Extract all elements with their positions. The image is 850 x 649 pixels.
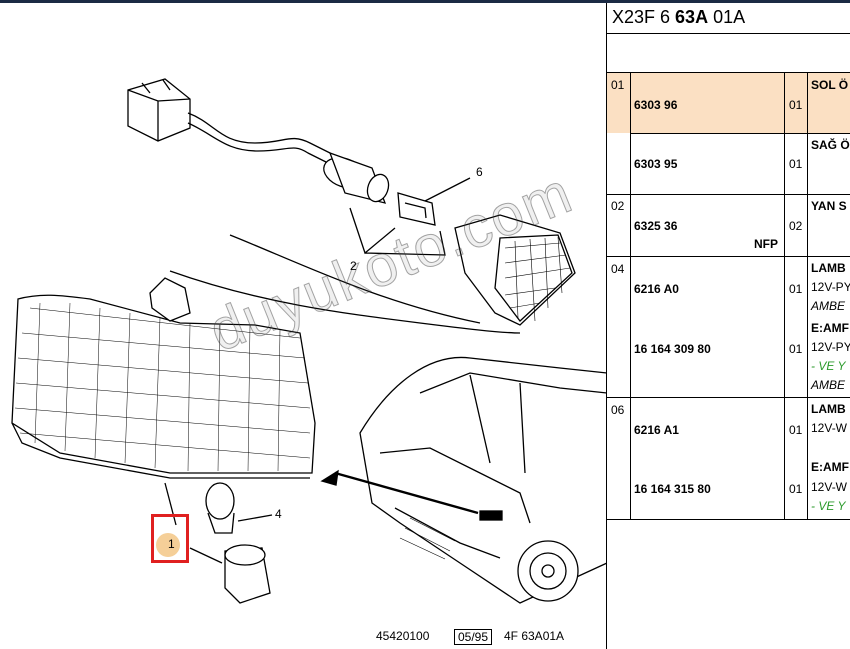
part-number[interactable]: 6216 A1: [634, 423, 679, 437]
highlight-box-callout-1[interactable]: 1: [151, 514, 189, 563]
description-cell: SAĞ Ö: [808, 138, 850, 158]
description-cell: SOL Ö: [808, 78, 850, 98]
header-prefix: X23F 6: [612, 7, 676, 27]
description-line: - VE Y: [811, 359, 846, 373]
description-line: SAĞ Ö: [811, 138, 850, 152]
table-line: [630, 133, 850, 134]
description-cell: E:AMF 12V-W - VE Y: [808, 460, 850, 518]
description-cell: LAMB 12V-PY AMBE: [808, 261, 850, 321]
table-line: [607, 519, 850, 520]
diagram-drawing: [11, 78, 607, 604]
table-line: [607, 194, 850, 195]
table-col-line: [784, 72, 785, 520]
group-index: 02: [611, 199, 625, 213]
highlight-marker: [156, 533, 180, 557]
callout-1: 1: [168, 537, 175, 551]
part-number[interactable]: 16 164 309 80: [634, 342, 711, 356]
callout-2: 2: [350, 259, 357, 273]
top-bar: [0, 0, 850, 3]
quantity: 01: [789, 342, 803, 356]
description-line: 12V-PY: [811, 340, 850, 354]
highlighted-row: [607, 73, 850, 133]
quantity: 02: [789, 219, 803, 233]
header-suffix: 01A: [708, 7, 746, 27]
quantity: 01: [789, 482, 803, 496]
table-line: [607, 33, 850, 34]
header-bold: 63A: [675, 7, 709, 27]
part-number[interactable]: 6303 95: [634, 157, 678, 171]
description-line: 12V-PY: [811, 280, 850, 294]
panel-divider: [606, 3, 607, 649]
description-line: 12V-W: [811, 480, 848, 494]
footer-date: 05/95: [454, 629, 493, 645]
description-line: E:AMF: [811, 460, 849, 474]
quantity: 01: [789, 282, 803, 296]
table-col-line: [807, 72, 808, 520]
description-line: AMBE: [811, 378, 846, 392]
catalog-header: X23F 6 63A 01A: [612, 7, 745, 28]
quantity: 01: [789, 98, 803, 112]
footer-code: 4F 63A01A: [504, 629, 565, 643]
group-index: 06: [611, 403, 625, 417]
table-line: [607, 256, 850, 257]
footer-reference: 45420100: [376, 629, 430, 643]
table-col-line: [630, 72, 631, 520]
part-number[interactable]: 6216 A0: [634, 282, 679, 296]
description-line: SOL Ö: [811, 78, 849, 92]
description-cell: E:AMF 12V-PY - VE Y AMBE: [808, 321, 850, 397]
description-cell: YAN S: [808, 199, 850, 219]
description-line: 12V-W: [811, 421, 848, 435]
group-index: 01: [611, 78, 625, 92]
quantity: 01: [789, 157, 803, 171]
table-line: [607, 397, 850, 398]
description-line: AMBE: [811, 299, 846, 313]
table-line: [607, 72, 850, 73]
group-index: 04: [611, 262, 625, 276]
parts-diagram: duyukoto.com 6 2 4 1 45420100 05/95 4F 6…: [0, 3, 607, 649]
part-number[interactable]: 16 164 315 80: [634, 482, 711, 496]
nfp-flag: NFP: [754, 237, 778, 251]
description-line: - VE Y: [811, 499, 846, 513]
description-line: LAMB: [811, 261, 846, 275]
part-number[interactable]: 6325 36: [634, 219, 678, 233]
quantity: 01: [789, 423, 803, 437]
description-line: E:AMF: [811, 321, 849, 335]
description-line: LAMB: [811, 402, 846, 416]
callout-4: 4: [275, 507, 282, 521]
description-line: YAN S: [811, 199, 847, 213]
callout-6: 6: [476, 165, 483, 179]
description-cell: LAMB 12V-W: [808, 402, 850, 442]
part-number[interactable]: 6303 96: [634, 98, 678, 112]
